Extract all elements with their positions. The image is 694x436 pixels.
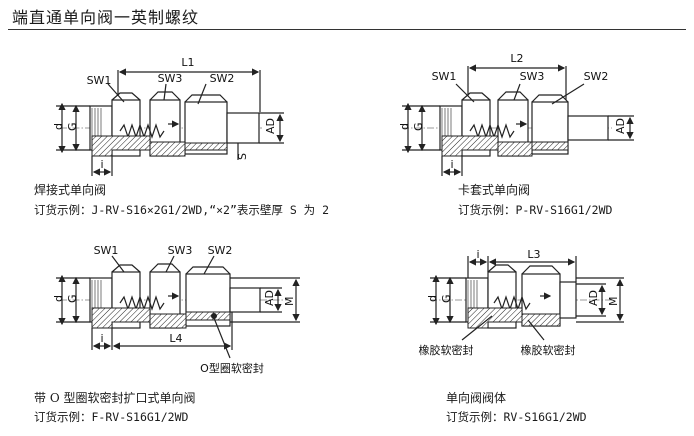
label-m-c: M xyxy=(283,297,296,307)
label-i-b: i xyxy=(450,158,453,171)
label-l1: L1 xyxy=(181,56,194,69)
label-sw3: SW3 xyxy=(158,72,183,85)
label-i: i xyxy=(100,158,103,171)
caption-welded-order: 订货示例：J-RV-S16×2G1/2WD,“×2”表示壁厚 S 为 2 xyxy=(34,203,330,217)
label-d-d: d xyxy=(426,295,439,302)
label-ad-b: AD xyxy=(614,118,627,134)
caption-flared-order: 订货示例：F-RV-S16G1/2WD xyxy=(34,410,189,424)
label-ad-d: AD xyxy=(587,290,600,306)
label-l4: L4 xyxy=(169,332,182,345)
label-s: S xyxy=(236,153,249,160)
drawing-flared-oring-check-valve xyxy=(56,255,300,359)
label-sw1: SW1 xyxy=(87,74,112,87)
label-i-c: i xyxy=(100,332,103,345)
label-g-b: G xyxy=(412,122,425,131)
label-sw1-b: SW1 xyxy=(432,70,457,83)
label-sw3-c: SW3 xyxy=(168,244,193,257)
label-i-d: i xyxy=(476,248,479,261)
label-sw2: SW2 xyxy=(210,72,235,85)
label-l2: L2 xyxy=(510,52,523,65)
label-sw2-c: SW2 xyxy=(208,244,233,257)
title-divider xyxy=(8,29,686,30)
label-d-c: d xyxy=(52,295,65,302)
label-g-c: G xyxy=(66,294,79,303)
caption-body-order: 订货示例：RV-S16G1/2WD xyxy=(446,410,587,424)
label-g-d: G xyxy=(440,294,453,303)
drawing-check-valve-body xyxy=(430,256,624,341)
label-ad-c: AD xyxy=(263,290,276,306)
label-ad: AD xyxy=(264,118,277,134)
label-o-ring-seal: O型圈软密封 xyxy=(200,361,264,375)
label-d-b: d xyxy=(398,123,411,130)
label-m-d: M xyxy=(607,297,620,307)
caption-compression-name: 卡套式单向阀 xyxy=(458,183,531,197)
caption-flared-name: 带 O 型圈软密封扩口式单向阀 xyxy=(34,391,196,405)
caption-welded-name: 焊接式单向阀 xyxy=(34,183,107,197)
label-sw2-b: SW2 xyxy=(584,70,609,83)
label-rubber-seal-2: 橡胶软密封 xyxy=(521,343,576,357)
label-g: G xyxy=(66,122,79,131)
label-l3: L3 xyxy=(527,248,540,261)
label-d: d xyxy=(52,123,65,130)
drawing-compression-check-valve xyxy=(402,64,634,176)
caption-compression-order: 订货示例：P-RV-S16G1/2WD xyxy=(458,203,613,217)
label-rubber-seal-1: 橡胶软密封 xyxy=(419,343,474,357)
caption-body-name: 单向阀阀体 xyxy=(446,391,507,405)
label-sw3-b: SW3 xyxy=(520,70,545,83)
page-title: 端直通单向阀一英制螺纹 xyxy=(12,8,200,27)
label-sw1-c: SW1 xyxy=(94,244,119,257)
drawing-welded-check-valve xyxy=(56,68,284,176)
